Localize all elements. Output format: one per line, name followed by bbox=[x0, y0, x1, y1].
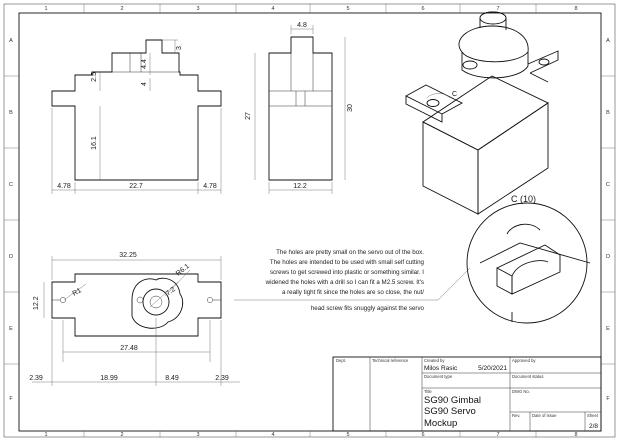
tb-title-line-1: SG90 Gimbal bbox=[424, 395, 481, 406]
zone-col-4-top: 4 bbox=[271, 6, 274, 12]
front-dim-right-4-78: 4.78 bbox=[203, 183, 217, 190]
zone-col-8-top: 8 bbox=[574, 6, 577, 12]
zone-col-5-top: 5 bbox=[346, 6, 349, 12]
front-dim-2-5: 2.5 bbox=[91, 72, 98, 82]
zone-col-3-top: 3 bbox=[196, 6, 199, 12]
zone-col-6-top: 6 bbox=[421, 6, 424, 12]
front-dim-left-4-78: 4.78 bbox=[57, 183, 71, 190]
note-line-5: a really tight fit since the holes are s… bbox=[282, 289, 424, 296]
isometric-view: C bbox=[405, 11, 559, 215]
bottom-dim-2-39-left: 2.39 bbox=[29, 375, 43, 382]
top-dim-dia-7-2: 7.2 bbox=[165, 286, 177, 298]
inner-frame bbox=[18, 12, 602, 432]
side-dim-12-2: 12.2 bbox=[293, 183, 307, 190]
top-dim-r6-1: R6.1 bbox=[175, 263, 191, 278]
top-dim-r1: R1 bbox=[72, 287, 83, 298]
note-line-4: widened the holes with a drill so I can … bbox=[265, 279, 424, 286]
tb-dwg-no-label: DWG No. bbox=[512, 389, 530, 394]
tb-created-by-label: Created by bbox=[424, 358, 445, 363]
top-dim-32-25: 32.25 bbox=[119, 252, 137, 259]
zone-col-2-top: 2 bbox=[120, 6, 123, 12]
front-dim-4: 4 bbox=[141, 82, 148, 86]
tb-date-of-issue-label: Date of issue bbox=[532, 413, 557, 418]
zone-col-1-bottom: 1 bbox=[44, 432, 47, 438]
front-dim-22-7: 22.7 bbox=[129, 183, 143, 190]
title-block: Dept. Technical reference Created by Mil… bbox=[332, 356, 602, 432]
note-line-2: The holes are intended to be used with s… bbox=[270, 259, 425, 266]
front-dim-16-1: 16.1 bbox=[91, 136, 98, 150]
zone-row-b-left: B bbox=[9, 110, 13, 116]
zone-col-5-bottom: 5 bbox=[346, 432, 349, 438]
top-view-outline bbox=[51, 273, 222, 337]
tb-rev-label: Rev. bbox=[512, 413, 520, 418]
zone-col-7-bottom: 7 bbox=[496, 432, 499, 438]
front-view: 3 4.4 2.5 4 16.1 4.78 22.7 4.78 bbox=[51, 39, 222, 194]
detail-view-c: C (10) bbox=[466, 194, 591, 324]
side-dim-30: 30 bbox=[347, 104, 354, 112]
top-dim-27-48: 27.48 bbox=[120, 345, 138, 352]
front-dim-3: 3 bbox=[176, 46, 183, 50]
zone-row-a-right: A bbox=[606, 38, 610, 44]
zone-row-e-left: E bbox=[9, 326, 13, 332]
side-dim-4-8: 4.8 bbox=[297, 22, 307, 29]
zone-ticks bbox=[4, 4, 615, 437]
front-dim-4-4: 4.4 bbox=[141, 59, 148, 69]
note-line-3: screws to get screwed into plastic or so… bbox=[270, 269, 424, 276]
tb-tech-ref-label: Technical reference bbox=[372, 358, 409, 363]
tb-sheet-label: Sheet bbox=[587, 413, 599, 418]
zone-row-d-left: D bbox=[9, 254, 13, 260]
zone-row-f-left: F bbox=[9, 396, 13, 402]
zone-col-3-bottom: 3 bbox=[196, 432, 199, 438]
tb-title-line-3: Mockup bbox=[424, 418, 457, 429]
side-view: 4.8 27 30 12.2 bbox=[245, 22, 354, 194]
zone-row-c-right: C bbox=[606, 182, 610, 188]
tb-sheet: 2/8 bbox=[589, 423, 598, 430]
tb-date: 5/20/2021 bbox=[478, 365, 507, 372]
tb-title-label: Title bbox=[424, 389, 432, 394]
zone-row-c-left: C bbox=[9, 182, 13, 188]
zone-col-1-top: 1 bbox=[44, 6, 47, 12]
tb-created-by: Milos Rasic bbox=[424, 365, 458, 372]
zone-row-b-right: B bbox=[606, 110, 610, 116]
note-block: The holes are pretty small on the servo … bbox=[265, 249, 425, 312]
tb-title-line-2: SG90 Servo bbox=[424, 406, 476, 417]
zone-col-8-bottom: 8 bbox=[574, 432, 577, 438]
note-line-6: head screw fits snuggly against the serv… bbox=[311, 305, 425, 312]
zone-col-2-bottom: 2 bbox=[120, 432, 123, 438]
tb-doc-type-label: Document type bbox=[424, 374, 453, 379]
zone-row-f-right: F bbox=[606, 396, 610, 402]
side-view-outline bbox=[268, 36, 333, 181]
note-line-1: The holes are pretty small on the servo … bbox=[276, 249, 424, 256]
bottom-dim-2-39-right: 2.39 bbox=[215, 375, 229, 382]
zone-row-e-right: E bbox=[606, 326, 610, 332]
side-dim-27: 27 bbox=[245, 112, 252, 120]
tb-dept-label: Dept. bbox=[336, 358, 346, 363]
bottom-dim-8-49: 8.49 bbox=[165, 375, 179, 382]
zone-row-d-right: D bbox=[606, 254, 610, 260]
zone-row-a-left: A bbox=[9, 38, 13, 44]
detail-label: C (10) bbox=[511, 194, 536, 204]
front-view-outline bbox=[51, 39, 222, 181]
top-view: R6.1 7.2 R1 32.25 12.2 27.48 2.39 18.99 … bbox=[29, 252, 240, 386]
zone-col-7-top: 7 bbox=[496, 6, 499, 12]
zone-col-4-bottom: 4 bbox=[271, 432, 274, 438]
tb-doc-status-label: Document status bbox=[512, 374, 543, 379]
bottom-dim-18-99: 18.99 bbox=[100, 375, 118, 382]
iso-callout-c: C bbox=[452, 91, 457, 98]
outer-frame bbox=[3, 3, 616, 438]
zone-col-6-bottom: 6 bbox=[421, 432, 424, 438]
detail-circle bbox=[466, 202, 588, 324]
note-leader bbox=[234, 267, 471, 301]
top-dim-12-2: 12.2 bbox=[33, 296, 40, 310]
tb-approved-by-label: Approved by bbox=[512, 358, 536, 363]
